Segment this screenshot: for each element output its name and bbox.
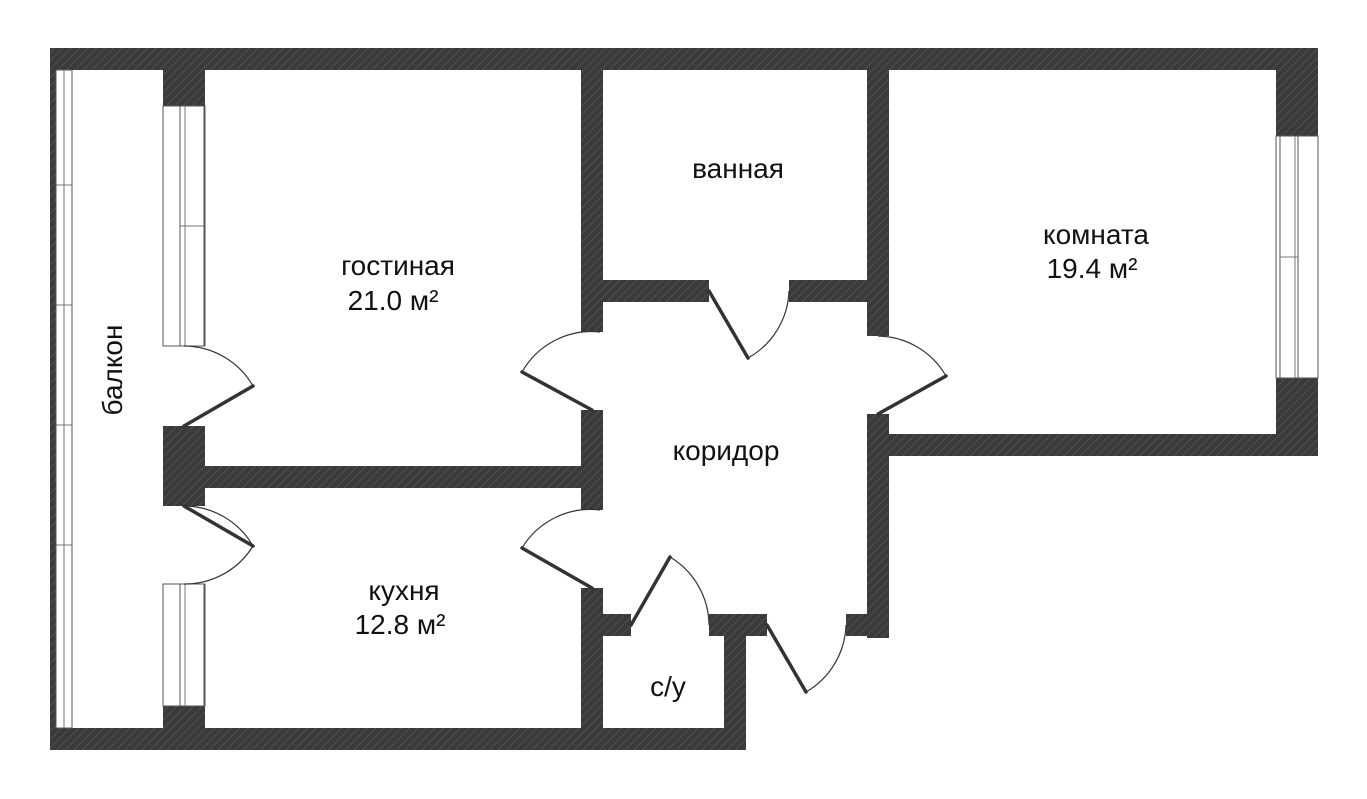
- wall-corridor-bottom-1: [603, 614, 631, 636]
- outer-wall-bottom: [50, 728, 746, 750]
- wall-bath-bottom-right: [789, 280, 889, 302]
- pier-bottom-left: [163, 706, 205, 750]
- wall-living-kitchen: [163, 466, 603, 488]
- corridor-name: коридор: [673, 435, 780, 466]
- bathroom-name: ванная: [692, 153, 784, 184]
- balcony-name: балкон: [97, 325, 128, 416]
- wall-bedroom-left-bottom: [867, 414, 889, 638]
- walls: [50, 48, 1318, 750]
- door-toilet: [629, 555, 710, 627]
- wall-bedroom-bottom: [867, 434, 1318, 456]
- door-balcony-kitchen: [182, 504, 255, 585]
- door-entrance: [765, 623, 847, 694]
- door-bedroom: [876, 335, 948, 416]
- kitchen-name: кухня: [368, 575, 439, 606]
- wall-living-corridor-mid: [581, 410, 603, 510]
- living-name: гостиная: [341, 250, 455, 281]
- door-bathroom: [707, 289, 790, 360]
- wall-bedroom-left-top: [867, 70, 889, 336]
- kitchen-area: 12.8 м²: [355, 609, 446, 640]
- door-balcony-living: [182, 345, 255, 428]
- doors: [182, 289, 948, 694]
- outer-wall-top: [50, 48, 1318, 70]
- wall-toilet-right: [724, 614, 746, 750]
- windows: [55, 69, 1319, 729]
- wall-kitchen-corridor-bottom: [581, 588, 603, 750]
- toilet-name: с/у: [650, 671, 686, 702]
- wall-living-corridor-top: [581, 70, 603, 332]
- door-living-corridor: [520, 330, 601, 412]
- wall-bath-bottom-left: [603, 280, 709, 302]
- bedroom-name: комната: [1043, 219, 1149, 250]
- pier-top-left: [163, 48, 205, 106]
- door-kitchen-corridor: [520, 508, 601, 590]
- wall-corridor-bottom-3: [846, 614, 889, 636]
- outer-wall-left: [50, 48, 56, 750]
- pier-top-right: [1276, 48, 1318, 136]
- room-labels: балкон гостиная 21.0 м² ванная комната 1…: [97, 153, 1149, 702]
- bedroom-area: 19.4 м²: [1047, 253, 1138, 284]
- living-area: 21.0 м²: [348, 285, 439, 316]
